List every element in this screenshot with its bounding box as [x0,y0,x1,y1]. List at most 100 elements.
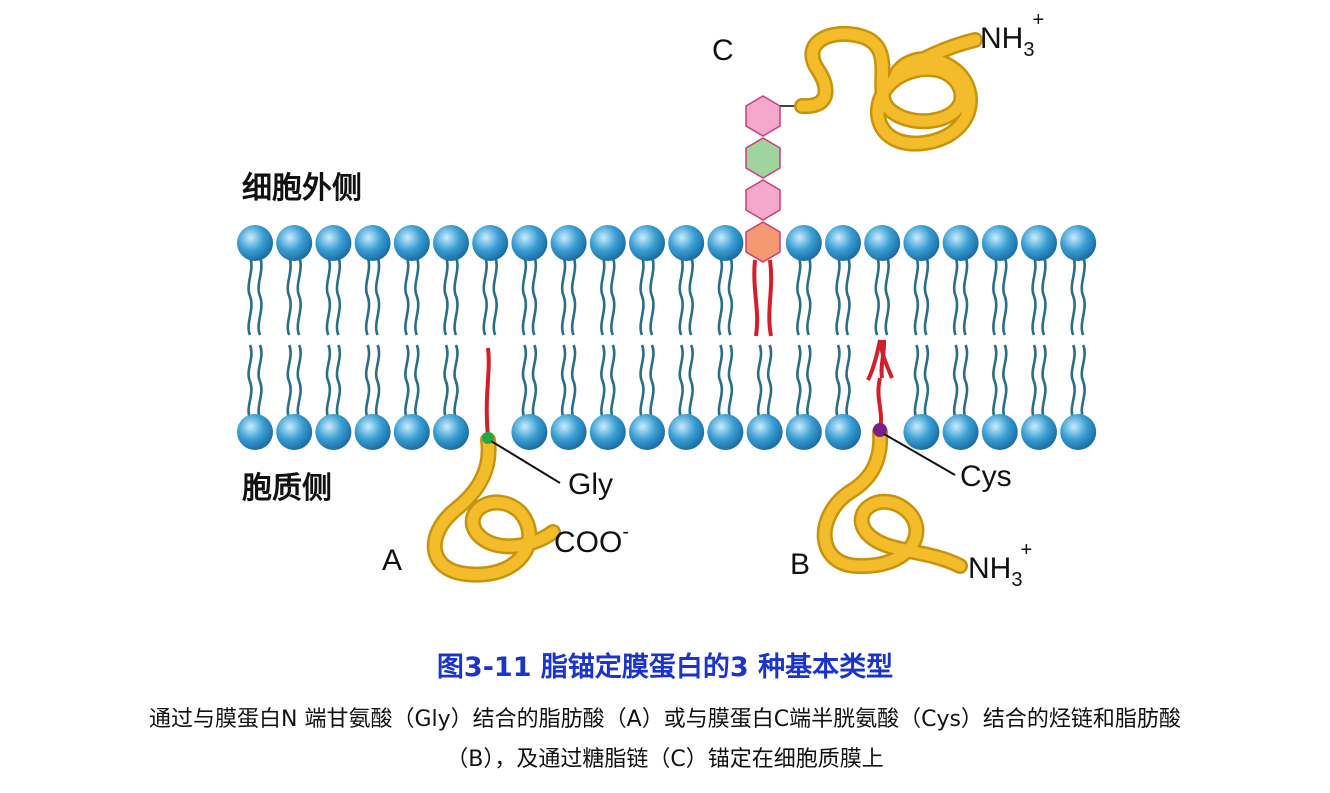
lipid-tail-outer-19-0 [992,256,998,336]
lipid-head-outer-21 [1060,225,1097,261]
lipid-tail-inner-14-1 [806,344,812,419]
lipid-tail-outer-2-0 [325,256,332,336]
lipid-tail-inner-7-0 [521,344,528,419]
lipid-tail-outer-14-1 [806,256,812,336]
sugar-hexagon-green [745,137,781,179]
lipid-head-outer-3 [354,225,391,261]
lipid-tail-outer-5-1 [453,256,459,336]
lipid-head-inner-10 [629,414,665,450]
lipid-heads [237,225,1097,450]
lipid-tail-inner-5-0 [443,344,449,419]
lipid-tail-outer-20-0 [1031,256,1037,336]
lipid-tail-outer-6-0 [482,256,488,336]
lipid-head-inner-15 [825,414,861,450]
lipid-head-outer-15 [825,225,861,261]
lipid-tail-outer-3-1 [374,256,381,336]
lipid-head-inner-21 [1060,414,1097,450]
anchor-c [745,25,983,337]
lipid-tail-inner-1-0 [286,344,292,419]
lipid-tail-outer-4-1 [414,256,420,336]
lipid-tail-inner-17-0 [913,344,920,419]
lipid-tail-inner-10-0 [639,344,645,419]
lipid-tail-outer-6-1 [492,256,498,336]
lipid-tail-outer-17-1 [923,256,930,336]
lipid-tail-inner-21-1 [1080,344,1086,419]
lipid-tail-outer-10-0 [639,256,645,336]
lipid-tail-outer-9-1 [610,256,616,336]
lipid-head-outer-12 [707,225,744,261]
lipid-tail-inner-12-1 [727,344,734,419]
lipid-tail-inner-18-1 [962,344,969,419]
gly-leader [490,440,561,484]
caption-line-2: （B），及通过糖脂链（C）锚定在细胞质膜上 [446,747,884,772]
lipid-tail-inner-8-0 [560,344,567,419]
lipid-tail-outer-19-1 [1002,256,1008,336]
lipid-tail-inner-19-1 [1002,344,1008,419]
lipid-head-inner-9 [589,414,626,450]
lipid-head-outer-20 [1021,225,1057,261]
lipid-tail-inner-14-0 [796,344,802,419]
lipid-tail-inner-11-1 [688,344,694,419]
lipid-tail-inner-4-1 [414,344,420,419]
lipid-tail-outer-1-0 [286,256,292,336]
lipid-tail-outer-4-0 [404,256,410,336]
lipid-head-outer-9 [589,225,626,261]
lipid-head-inner-0 [237,414,273,450]
lipid-tail-outer-10-1 [649,256,655,336]
label-c: C [712,34,734,67]
anchor-a [426,347,561,583]
lipid-head-inner-14 [785,414,822,450]
membrane-diagram: 细胞外侧 胞质侧 A B C Gly Cys COO- NH3+ NH3+ [237,9,1097,591]
lipid-tail-inner-9-1 [610,344,616,419]
lipid-head-inner-11 [668,414,705,450]
lipid-tail-outer-11-0 [678,256,684,336]
cys-dot [873,423,887,437]
lipid-tail-outer-12-1 [727,256,734,336]
lipid-head-inner-1 [276,414,313,450]
lipid-tail-inner-0-0 [247,344,253,419]
lipid-tail-inner-3-1 [374,344,381,419]
label-nh3-b: NH3+ [968,539,1032,591]
lipid-tail-outer-15-1 [845,256,851,336]
lipid-head-inner-8 [550,414,587,450]
anchor-b-hydrocarbon [866,339,894,381]
label-outside: 细胞外侧 [242,171,362,206]
lipid-tail-inner-4-0 [404,344,410,419]
lipid-head-inner-5 [433,414,469,450]
lipid-tail-outer-17-0 [913,256,920,336]
lipid-tail-inner-7-1 [531,344,538,419]
lipid-head-outer-17 [903,225,940,261]
lipid-head-outer-7 [511,225,548,261]
lipid-tail-inner-21-0 [1070,344,1076,419]
lipid-tails [247,256,1086,419]
anchor-b [816,339,968,575]
lipid-tail-inner-0-1 [257,344,263,419]
lipid-head-inner-20 [1021,414,1057,450]
lipid-head-outer-18 [942,225,979,261]
lipid-tail-inner-19-0 [992,344,998,419]
sugar-hexagon-pink [745,179,781,221]
lipid-head-outer-19 [981,225,1018,261]
lipid-head-outer-14 [785,225,822,261]
label-nh3-c: NH3+ [980,9,1044,61]
lipid-tail-outer-18-1 [962,256,969,336]
figure-title: 图3-11 脂锚定膜蛋白的3 种基本类型 [436,652,894,683]
lipid-tail-outer-5-0 [443,256,449,336]
lipid-tail-outer-20-1 [1041,256,1047,336]
lipid-tail-outer-3-0 [364,256,371,336]
figure-caption: 通过与膜蛋白N 端甘氨酸（Gly）结合的脂肪酸（A）或与膜蛋白C端半胱氨酸（Cy… [10,700,1320,780]
lipid-tail-outer-0-1 [257,256,263,336]
cys-leader [883,433,956,476]
lipid-tail-inner-3-0 [364,344,371,419]
lipid-head-outer-5 [433,225,469,261]
lipid-tail-outer-9-0 [600,256,606,336]
lipid-head-inner-4 [393,414,430,450]
lipid-tail-outer-8-1 [570,256,577,336]
lipid-tail-outer-14-0 [796,256,802,336]
lipid-head-outer-2 [315,225,352,261]
lipid-tail-inner-2-0 [325,344,332,419]
label-coo-sup: - [622,521,629,543]
lipid-head-outer-10 [629,225,665,261]
sugar-hexagon-orange [745,221,781,263]
label-b: B [790,548,810,581]
